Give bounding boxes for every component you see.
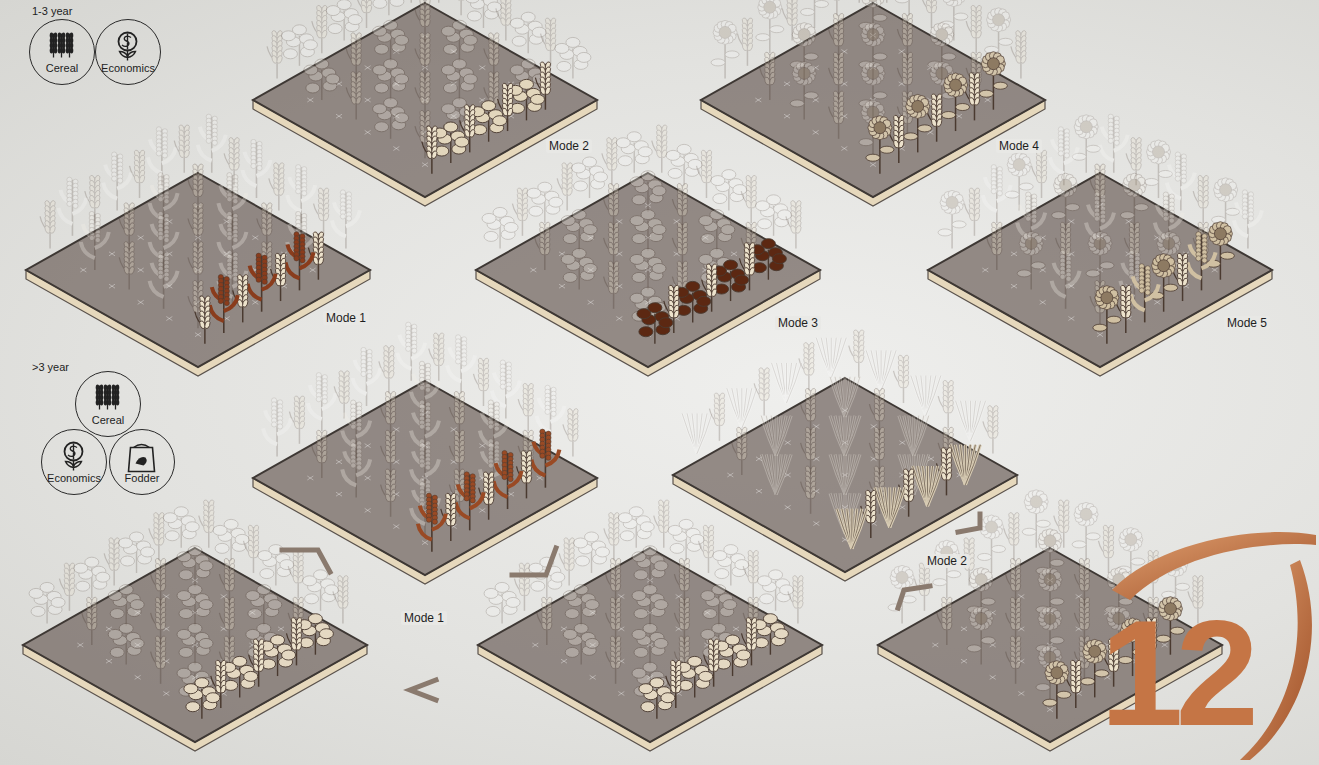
category-name: Economics	[96, 62, 160, 74]
category-circle: Economics	[41, 429, 107, 495]
field-plot	[701, 0, 1045, 206]
period-label: 1-3 year	[32, 5, 72, 18]
field-plot	[253, 322, 597, 584]
category-name: Economics	[42, 472, 106, 484]
mode-label: Mode 2	[546, 139, 592, 153]
mode-label: Mode 1	[401, 611, 447, 625]
mode-label: Mode 5	[1224, 316, 1270, 330]
category-circle: Fodder	[109, 429, 175, 495]
category-name: Cereal	[76, 414, 140, 426]
mode-label: Mode 2	[924, 554, 970, 568]
rotation-arrows	[282, 514, 980, 700]
field-plot	[26, 114, 370, 376]
page-number: 12	[1100, 598, 1251, 748]
category-name: Cereal	[30, 62, 94, 74]
category-circle: Economics	[95, 19, 161, 85]
logo-swoosh	[1112, 532, 1316, 600]
field-plot	[23, 499, 367, 751]
field-plot	[673, 329, 1017, 581]
field-plot	[928, 114, 1272, 376]
period-label: >3 year	[32, 361, 69, 374]
field-plot	[253, 0, 597, 206]
field-plot	[478, 499, 822, 751]
mode-label: Mode 3	[775, 316, 821, 330]
mode-label: Mode 1	[323, 311, 369, 325]
category-name: Fodder	[110, 472, 174, 484]
mode-label: Mode 4	[996, 139, 1042, 153]
category-circle: Cereal	[29, 19, 95, 85]
field-plot	[476, 124, 820, 376]
category-circle: Cereal	[75, 371, 141, 437]
